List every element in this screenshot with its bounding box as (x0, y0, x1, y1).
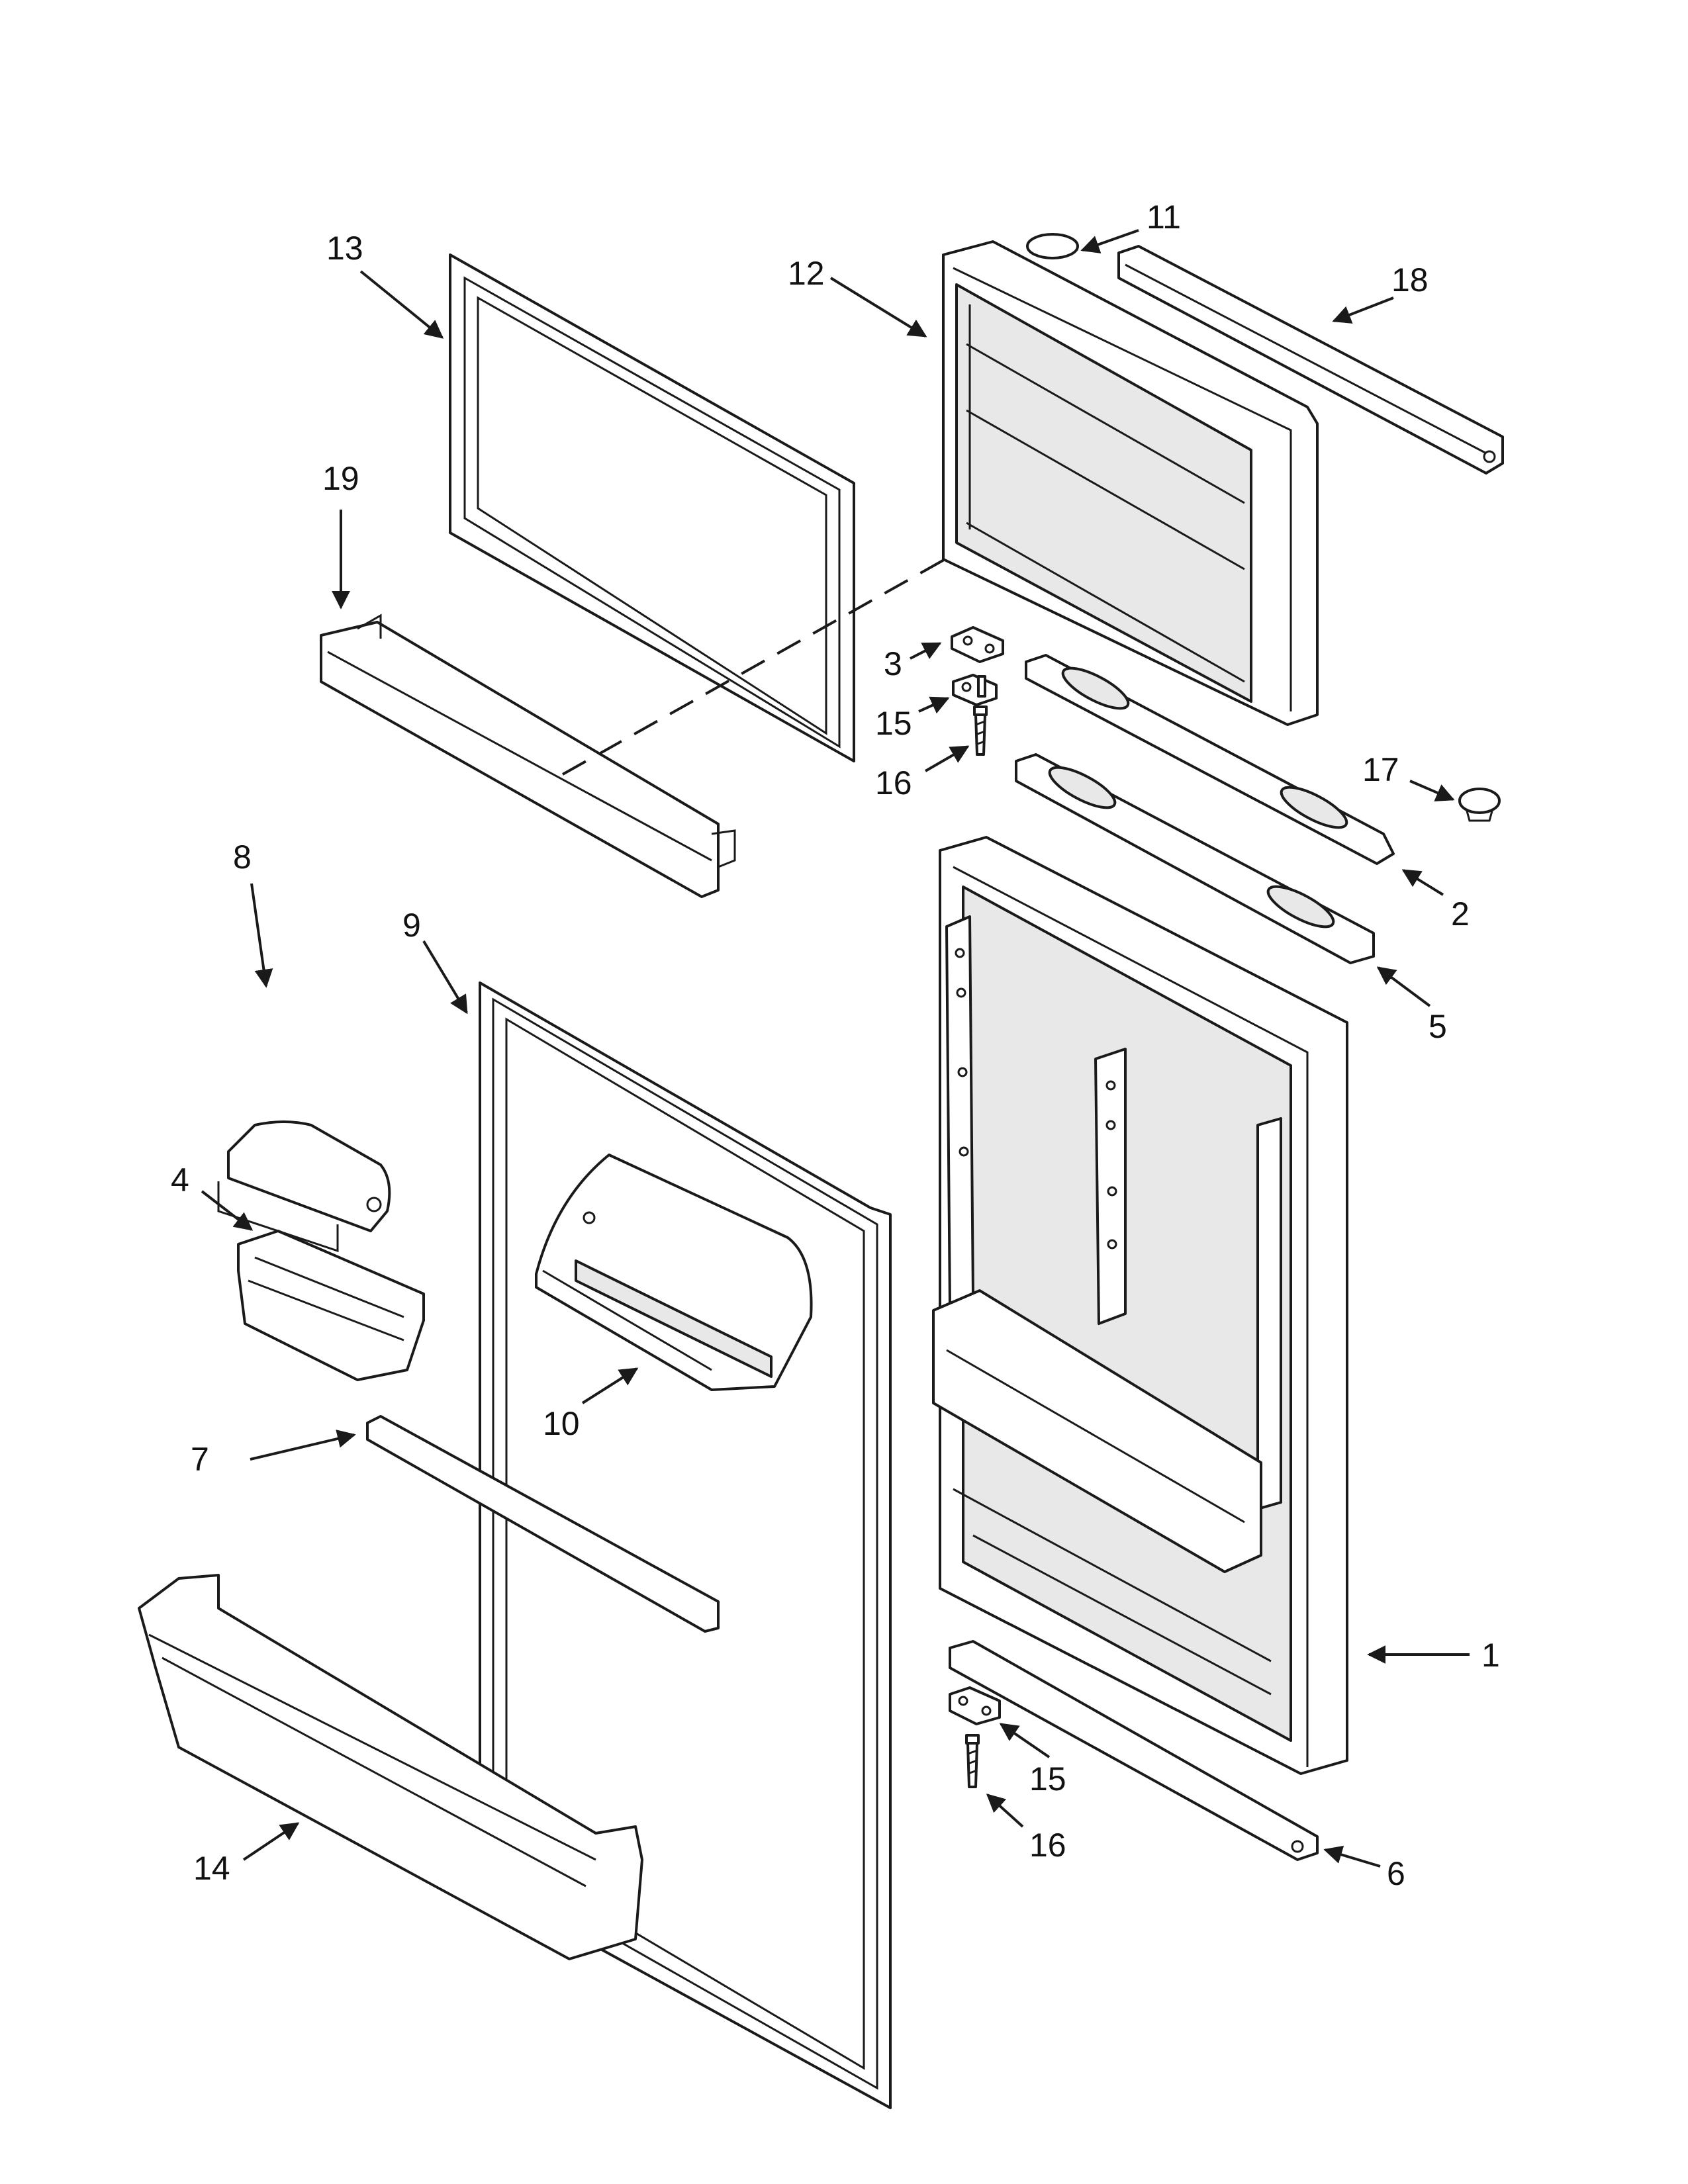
leader-15b (999, 1723, 1051, 1758)
part-3-hinge-bracket (951, 626, 1004, 663)
callout-12: 12 (788, 255, 825, 292)
callout-10: 10 (543, 1405, 580, 1442)
part-17-plug (1458, 788, 1501, 822)
callout-9: 9 (402, 907, 421, 944)
leader-4 (201, 1190, 254, 1231)
part-1-fresh-food-door (932, 836, 1348, 1775)
callout-2: 2 (1451, 895, 1470, 933)
leader-10 (581, 1367, 639, 1404)
leader-11 (1080, 229, 1139, 253)
leader-6 (1323, 1845, 1381, 1868)
callout-7: 7 (191, 1441, 209, 1478)
part-8-dairy-door (217, 1120, 391, 1253)
callout-17: 17 (1362, 751, 1399, 788)
callout-1: 1 (1481, 1637, 1500, 1674)
part-7-trim-strip (366, 1415, 720, 1633)
part-14-door-bin (138, 1574, 643, 1960)
callout-5: 5 (1429, 1008, 1447, 1045)
leader-12 (829, 277, 927, 338)
part-18-hinge-cover (1117, 245, 1504, 475)
part-15-hinge-pin-upper (952, 674, 998, 706)
leader-7 (250, 1430, 356, 1461)
part-2-freezer-handle (1025, 654, 1395, 865)
part-16-screw-upper (973, 705, 988, 756)
callout-15b: 15 (1029, 1760, 1066, 1797)
callout-15a: 15 (875, 705, 912, 742)
leader-9 (422, 940, 468, 1015)
leader-5 (1376, 966, 1431, 1007)
part-5-fresh-food-handle (1015, 753, 1375, 964)
part-16-screw-lower (965, 1734, 980, 1788)
leader-2 (1401, 869, 1444, 896)
callout-8: 8 (233, 839, 252, 876)
part-10-dairy-center (535, 1154, 813, 1391)
callout-labels: 13 12 11 18 19 3 15 16 17 2 5 8 9 4 10 7… (171, 199, 1500, 1892)
leader-14 (242, 1822, 300, 1861)
part-12-freezer-door (942, 240, 1319, 726)
callout-6: 6 (1387, 1855, 1405, 1892)
callout-18: 18 (1391, 261, 1429, 298)
callout-16b: 16 (1029, 1827, 1066, 1864)
callout-4: 4 (171, 1161, 189, 1199)
callout-3: 3 (884, 645, 902, 682)
leader-18 (1332, 296, 1394, 324)
callout-16a: 16 (875, 764, 912, 801)
part-19-freezer-shelf (320, 614, 736, 898)
part-4-small-bin (237, 1230, 425, 1381)
leader-3 (910, 642, 942, 660)
leader-8 (250, 883, 273, 988)
callout-13: 13 (326, 230, 363, 267)
leader-17 (1409, 780, 1455, 801)
part-11-plug (1026, 233, 1079, 259)
leader-13 (359, 270, 444, 339)
leader-15a (918, 696, 950, 714)
part-6-bottom-hinge-cover (949, 1640, 1319, 1861)
leader-16a (924, 745, 970, 772)
part-15-hinge-pin-lower (949, 1686, 1001, 1725)
leader-lines (201, 229, 1470, 1868)
callout-14: 14 (193, 1850, 230, 1887)
callout-11: 11 (1147, 199, 1181, 236)
leader-16b (986, 1794, 1024, 1828)
part-13-freezer-gasket (449, 253, 855, 762)
callout-19: 19 (322, 460, 359, 497)
